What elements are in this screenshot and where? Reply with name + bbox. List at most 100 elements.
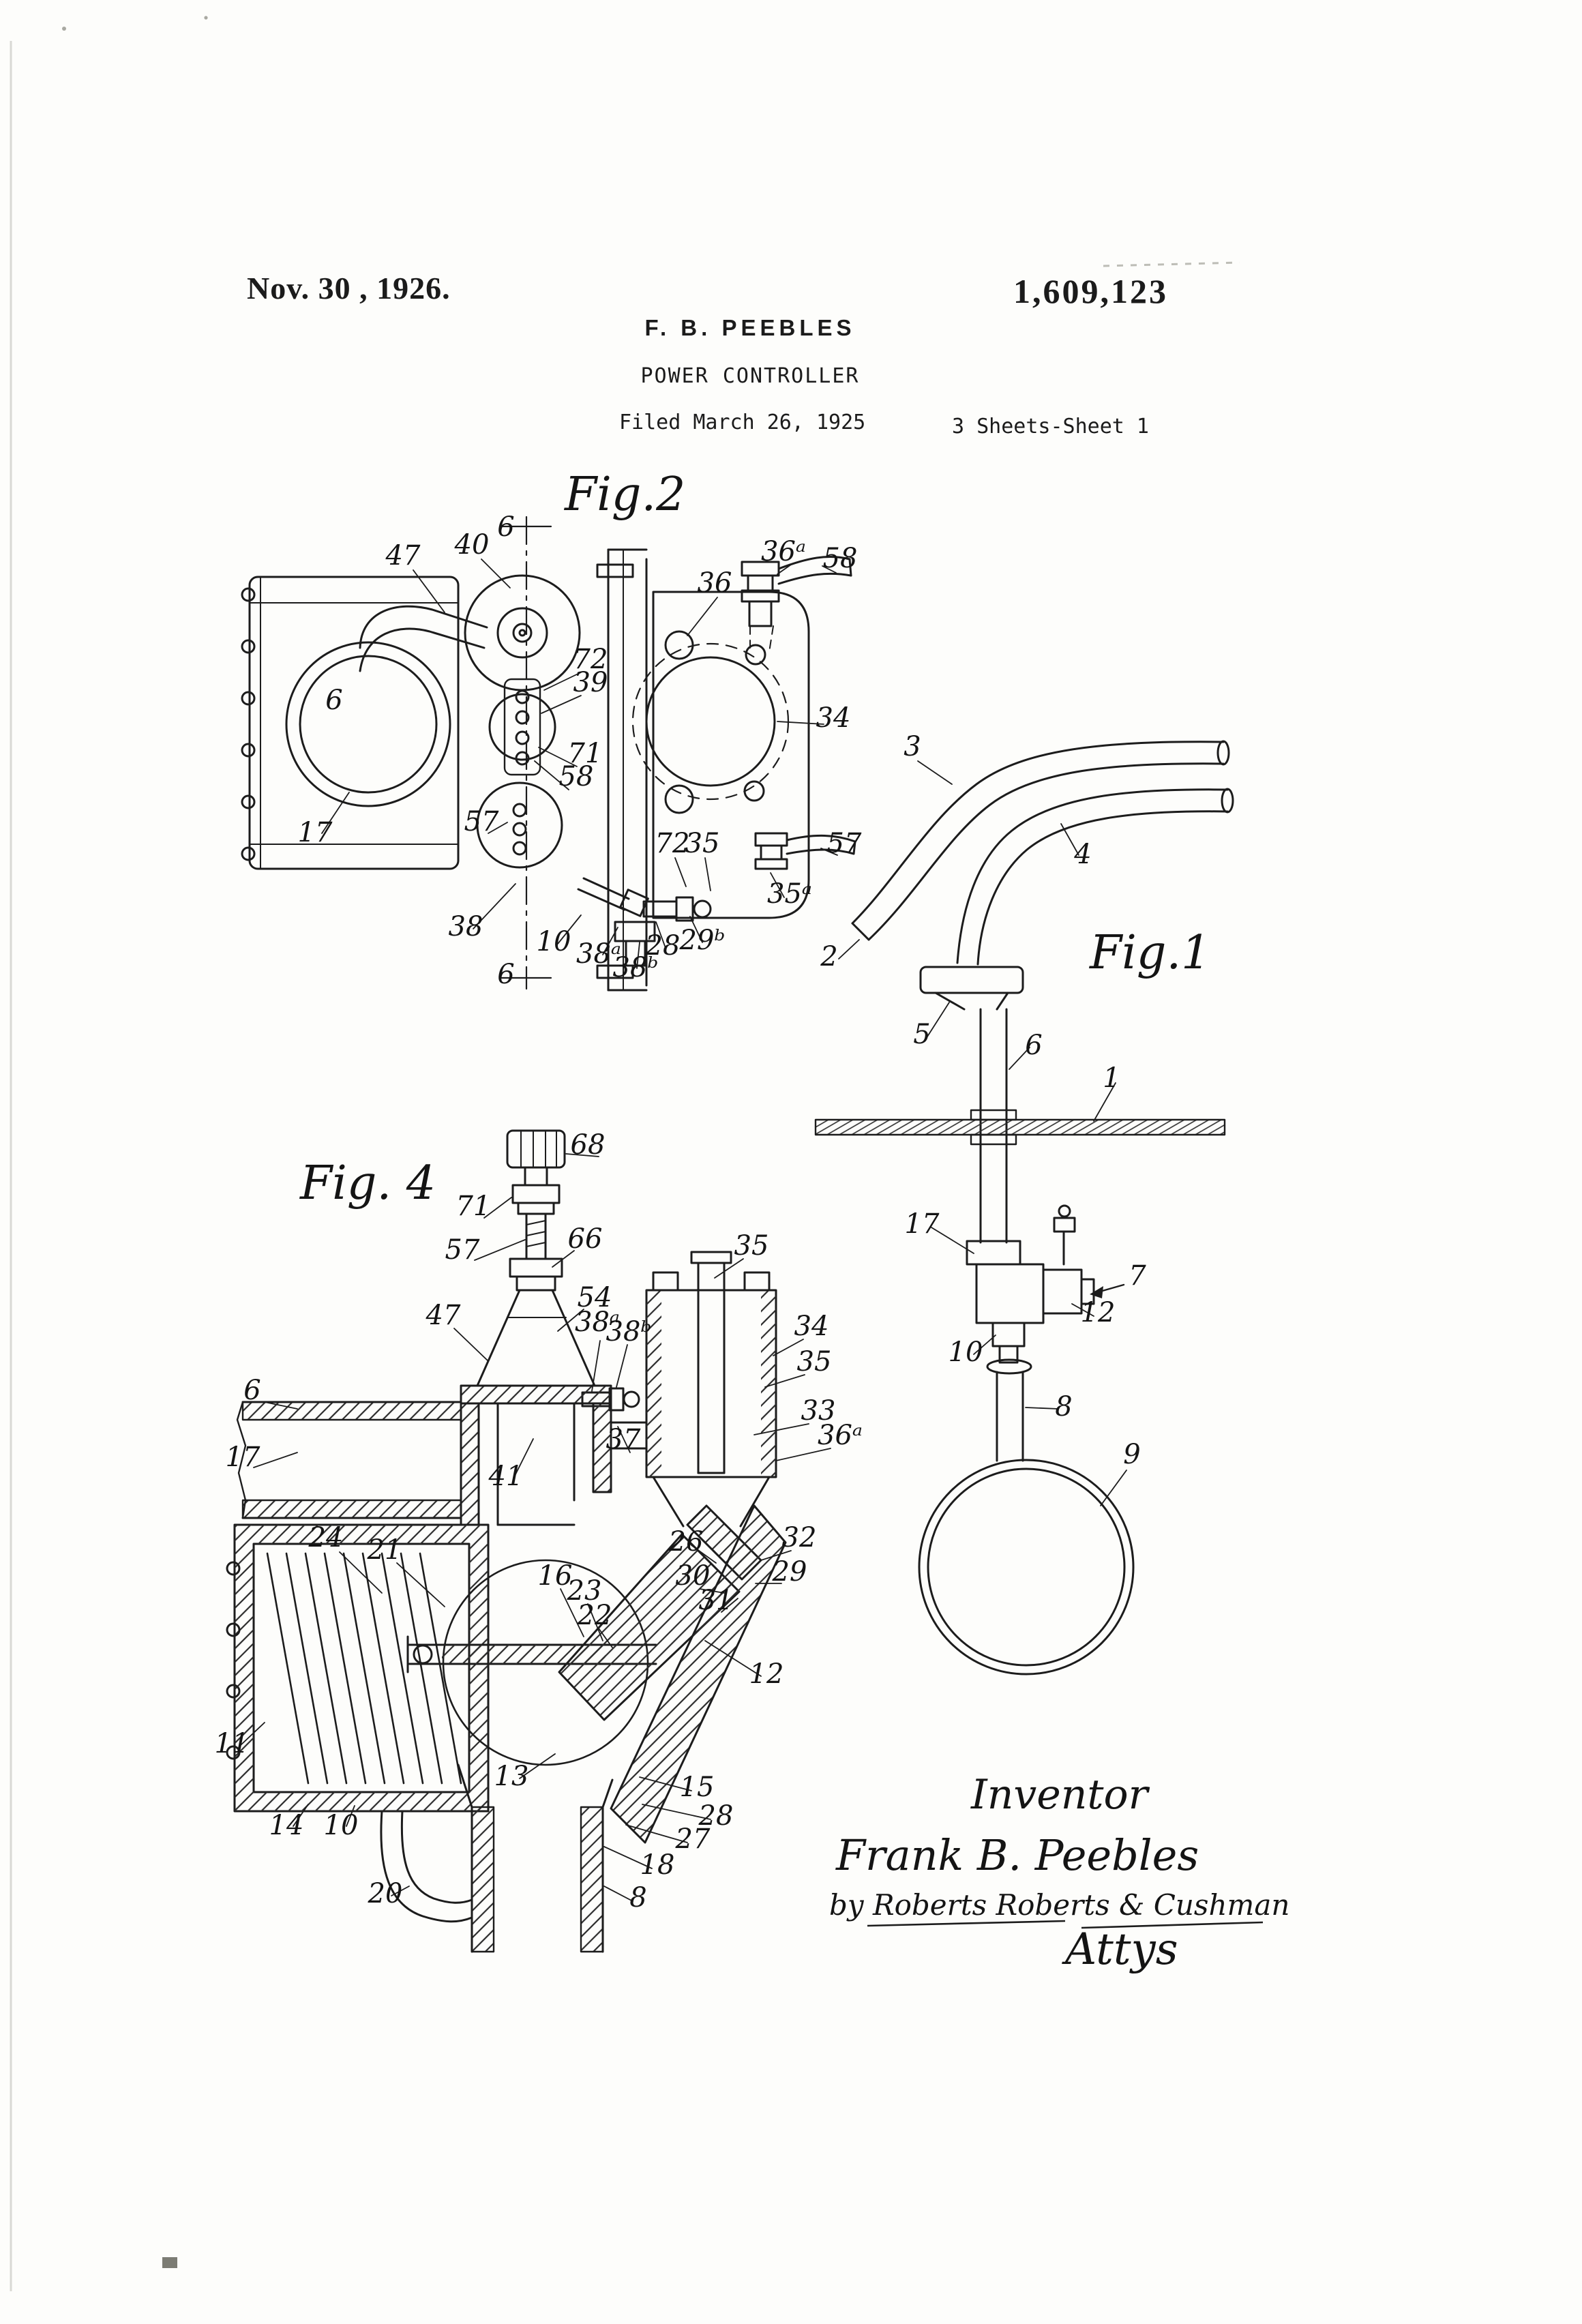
ref-numeral: 31: [699, 1585, 734, 1616]
ref-numeral: 22: [577, 1600, 612, 1631]
ref-numeral: 15: [680, 1772, 715, 1803]
patent-date: Nov. 30 , 1926.: [247, 271, 451, 306]
ref-numeral: 41: [488, 1461, 524, 1492]
ref-numeral: 1: [1103, 1062, 1120, 1094]
fig4-leaders: [239, 1153, 831, 1902]
ref-numeral: 36ᵃ: [761, 536, 806, 567]
ref-numeral: 37: [606, 1424, 641, 1455]
fig2-drawing: 47 40 6 36ᵃ 58 36 72 39 71 58 6 17 57 38…: [241, 468, 862, 992]
patent-number: 1,609,123: [1013, 272, 1168, 310]
ref-numeral: 17: [226, 1442, 260, 1473]
ref-numeral: 47: [385, 540, 421, 571]
ref-numeral: 8: [629, 1882, 646, 1913]
ref-numeral: 71: [456, 1191, 491, 1222]
ref-numeral: 57: [827, 828, 862, 859]
ref-numeral: 8: [1055, 1391, 1072, 1422]
ref-numeral: 28: [698, 1800, 734, 1832]
sheet-line: 3 Sheets-Sheet 1: [952, 415, 1149, 438]
signature-block: Inventor Frank B. Peebles by Roberts Rob…: [829, 1771, 1289, 1975]
ref-numeral: 38ᵃ: [575, 1307, 620, 1338]
ref-numeral: 57: [445, 1234, 480, 1266]
ref-numeral: 35ᵃ: [767, 878, 812, 910]
ref-numeral: 39: [573, 667, 608, 698]
fig1-label: Fig.1: [1088, 926, 1210, 980]
fig1-leaders: [838, 760, 1127, 1506]
ref-numeral: 30: [676, 1560, 711, 1592]
ref-numeral: 23: [567, 1575, 602, 1607]
fig2-leaders: [321, 558, 838, 969]
ref-numeral: 32: [782, 1522, 817, 1553]
ref-numeral: 12: [749, 1658, 784, 1690]
ref-numeral: 72: [573, 644, 608, 675]
ref-numeral: 9: [1123, 1439, 1140, 1470]
ref-numeral: 6: [1025, 1030, 1042, 1061]
ref-numeral: 35: [734, 1230, 769, 1262]
ref-numeral: 34: [794, 1311, 829, 1342]
fig1-numerals: 3 4 2 5 6 1 17 7 12 10 8 9: [820, 731, 1146, 1470]
ref-numeral: 35: [797, 1346, 832, 1377]
ref-numeral: 17: [298, 817, 333, 848]
ref-numeral: 27: [675, 1823, 711, 1855]
ref-numeral: 3: [904, 731, 921, 762]
ref-numeral: 38ᵇ: [606, 1316, 652, 1347]
fig4-label: Fig. 4: [299, 1157, 436, 1210]
ref-numeral: 18: [640, 1849, 675, 1881]
ref-numeral: 6: [497, 959, 514, 990]
ref-numeral: 17: [905, 1208, 940, 1240]
ref-numeral: 6: [243, 1375, 260, 1406]
ref-numeral: 38: [449, 911, 483, 942]
ref-numeral: 33: [801, 1395, 836, 1427]
ref-numeral: 6: [325, 685, 342, 716]
ref-numeral: 14: [269, 1810, 304, 1841]
fig4-drawing: 68 71 57 66 54 47 38ᵃ 38ᵇ 6 17 24 21 41 …: [215, 1129, 863, 1953]
ref-numeral: 21: [367, 1534, 402, 1566]
ref-numeral: 36: [698, 567, 732, 599]
ref-numeral: 20: [368, 1878, 403, 1909]
ref-numeral: 38ᵇ: [613, 952, 659, 983]
ref-numeral: 10: [537, 926, 571, 957]
ref-numeral: 12: [1081, 1297, 1116, 1328]
inventor-name: Frank B. Peebles: [835, 1830, 1199, 1880]
ref-numeral: 36ᵃ: [818, 1420, 863, 1451]
inventor-heading: Inventor: [970, 1771, 1150, 1819]
ref-numeral: 47: [426, 1300, 461, 1331]
ref-numeral: 26: [668, 1526, 704, 1558]
ref-numeral: 66: [568, 1223, 603, 1255]
ref-numeral: 54: [578, 1282, 612, 1313]
spring-coils: [266, 1552, 462, 1785]
fig2-label: Fig.2: [563, 468, 685, 522]
ref-numeral: 72: [655, 828, 690, 859]
ref-numeral: 58: [559, 761, 594, 792]
ref-numeral: 10: [949, 1337, 983, 1368]
attorneys-label: Attys: [1062, 1924, 1178, 1975]
scan-artifacts: [10, 16, 1240, 2291]
ref-numeral: 71: [568, 738, 603, 769]
ref-numeral: 58: [823, 543, 858, 574]
ref-numeral: 29ᵇ: [679, 925, 726, 956]
applicant-name: F. B. PEEBLES: [644, 315, 856, 340]
ref-numeral: 57: [464, 806, 499, 837]
ref-numeral: 2: [820, 941, 837, 972]
ref-numeral: 4: [1073, 839, 1091, 870]
ref-numeral: 35: [685, 828, 720, 859]
ref-numeral: 5: [913, 1019, 930, 1050]
attorney-signature: by Roberts Roberts & Cushman: [829, 1888, 1289, 1922]
ref-numeral: 11: [215, 1728, 250, 1759]
ref-numeral: 7: [1129, 1260, 1146, 1292]
ref-numeral: 38ᵃ: [576, 938, 621, 970]
ref-numeral: 28: [645, 930, 681, 962]
ref-numeral: 16: [538, 1560, 573, 1592]
ref-numeral: 34: [816, 702, 851, 734]
ref-numeral: 68: [571, 1129, 606, 1161]
filed-line: Filed March 26, 1925: [619, 411, 866, 434]
ref-numeral: 24: [308, 1522, 344, 1553]
ref-numeral: 10: [324, 1810, 359, 1841]
ref-numeral: 29: [772, 1556, 807, 1588]
patent-title: POWER CONTROLLER: [640, 364, 860, 388]
ref-numeral: 40: [454, 529, 490, 561]
ref-numeral: 6: [497, 511, 514, 543]
fig1-drawing: 3 4 2 5 6 1 17 7 12 10 8 9 Fig.1: [814, 731, 1234, 1675]
fig2-numerals: 47 40 6 36ᵃ 58 36 72 39 71 58 6 17 57 38…: [298, 511, 862, 990]
